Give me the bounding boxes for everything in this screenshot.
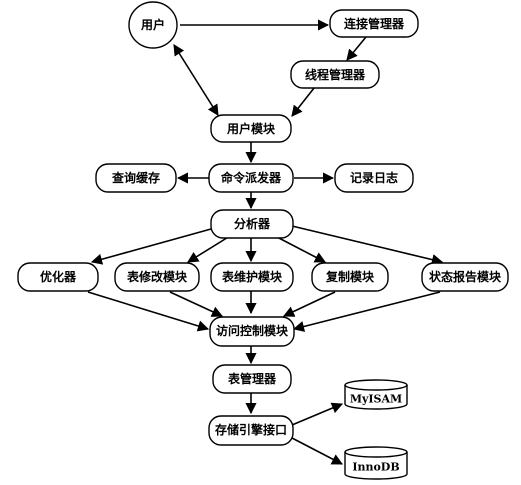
node-connection-manager[interactable]: 连接管理器 [329,9,419,38]
edge-storage-engine-interface-to-innodb [291,437,343,465]
node-user-module-label: 用户模块 [226,121,276,136]
edge-replication-to-access-control [282,291,336,317]
edge-parser-to-optimizer [90,228,212,265]
node-logging-label: 记录日志 [350,170,398,185]
node-connection-manager-label: 连接管理器 [344,16,405,31]
db-myisam[interactable]: MyISAM [344,379,408,410]
node-access-control[interactable]: 访问控制模块 [209,316,295,347]
node-user-label: 用户 [140,17,165,32]
node-parser[interactable]: 分析器 [210,209,294,239]
edge-connection-manager-to-thread-manager [346,36,367,61]
edges [87,19,444,465]
node-access-control-label: 访问控制模块 [216,323,289,338]
node-optimizer[interactable]: 优化器 [17,262,99,292]
edge-parser-to-table-modification [187,235,231,263]
node-table-manager-label: 表管理器 [227,371,277,386]
node-table-modification[interactable]: 表修改模块 [114,262,200,292]
edge-parser-to-status-reporting [291,225,444,266]
edge-storage-engine-interface-to-myisam [291,402,344,426]
node-parser-label: 分析器 [234,216,271,231]
node-optimizer-label: 优化器 [40,269,77,284]
db-myisam-label: MyISAM [350,393,402,406]
node-status-reporting[interactable]: 状态报告模块 [421,262,509,292]
node-thread-manager-label: 线程管理器 [305,67,366,82]
node-logging[interactable]: 记录日志 [334,163,414,193]
node-replication-label: 复制模块 [325,269,375,284]
edge-status-reporting-to-access-control [292,291,441,332]
edge-optimizer-to-access-control [87,291,210,332]
node-status-reporting-label: 状态报告模块 [429,269,502,284]
node-command-dispatcher-label: 命令派发器 [220,170,282,185]
node-query-cache-label: 查询缓存 [111,170,160,185]
node-thread-manager[interactable]: 线程管理器 [290,60,380,89]
node-table-maintenance-label: 表维护模块 [221,269,283,284]
edge-parser-to-replication [274,235,326,263]
db-innodb-label: InnoDB [352,461,399,474]
node-storage-engine-interface[interactable]: 存储引擎接口 [208,415,294,446]
node-user-module[interactable]: 用户模块 [210,114,292,143]
node-query-cache[interactable]: 查询缓存 [95,163,177,193]
node-table-maintenance[interactable]: 表维护模块 [210,262,294,292]
edge-table-modification-to-access-control [169,291,224,317]
node-storage-engine-interface-label: 存储引擎接口 [214,422,287,437]
node-table-modification-label: 表修改模块 [126,269,188,284]
node-replication[interactable]: 复制模块 [311,262,389,292]
node-table-manager[interactable]: 表管理器 [212,364,292,394]
node-command-dispatcher[interactable]: 命令派发器 [208,163,294,193]
db-innodb[interactable]: InnoDB [344,446,408,480]
edge-user-to-user-module [173,44,219,116]
node-user[interactable]: 用户 [128,1,178,49]
